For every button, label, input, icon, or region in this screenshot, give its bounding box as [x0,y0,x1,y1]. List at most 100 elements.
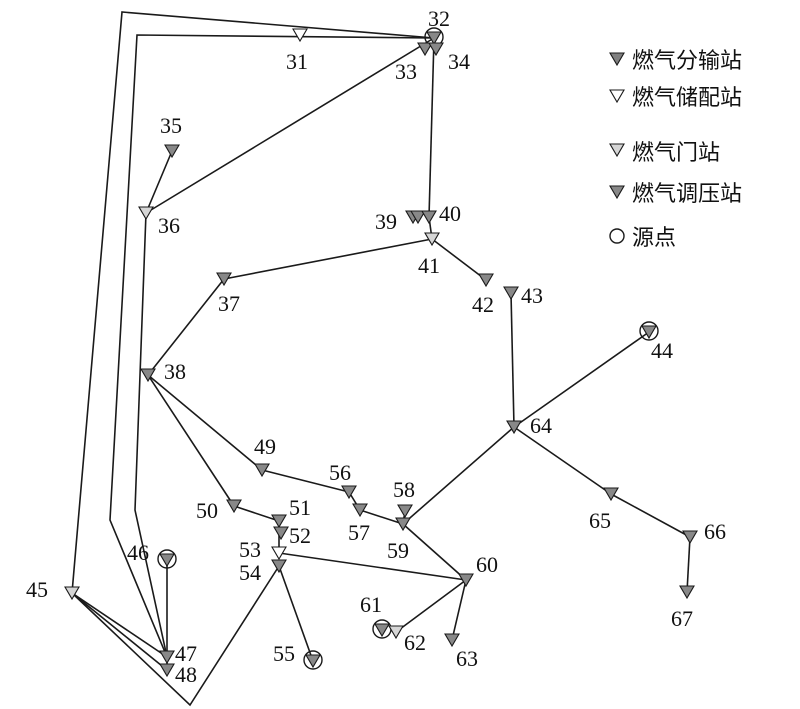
station-42-regulator-icon [478,273,494,288]
station-label-41: 41 [418,253,440,278]
legend-item-transfer: 燃气分输站 [609,49,742,74]
station-label-62: 62 [404,630,426,655]
station-nodes [64,27,698,678]
pipeline-edges [71,11,691,707]
station-44-regulator-icon [641,325,657,340]
pipeline-edge-31-32 [109,34,435,658]
station-label-40: 40 [439,201,461,226]
station-62-gate-icon [388,625,404,640]
station-label-32: 32 [428,6,450,31]
pipeline-edge-65-66 [610,493,691,538]
station-66-regulator-icon [682,530,698,545]
pipeline-edge-54-55 [278,565,314,662]
station-label-42: 42 [472,292,494,317]
pipeline-edge-38-50 [147,374,235,507]
source-point-55-icon [303,650,323,670]
legend-label-source: 源点 [632,226,676,251]
pipeline-edge-45-48 [71,592,168,671]
station-label-61: 61 [360,592,382,617]
station-47-regulator-icon [159,650,175,665]
pipeline-edge-49-56 [261,469,350,493]
station-43-regulator-icon [503,286,519,301]
station-54-regulator-icon [271,559,287,574]
pipeline-edge-53-60 [278,552,467,581]
station-45-gate-icon [64,586,80,601]
pipeline-edge-64-65 [513,426,612,495]
station-label-33: 33 [395,59,417,84]
station-label-36: 36 [158,213,180,238]
station-label-34: 34 [448,49,470,74]
legend-label-transfer: 燃气分输站 [632,49,742,74]
station-label-47: 47 [175,641,197,666]
station-label-50: 50 [196,498,218,523]
source-point-44-icon [639,321,659,341]
pipeline-edge-41-37 [223,238,433,280]
legend: 燃气分输站 燃气储配站 燃气门站 燃气调压站 源点 [609,49,742,251]
legend-item-regulator: 燃气调压站 [609,182,742,207]
station-label-57: 57 [348,520,370,545]
pipeline-edge-50-51 [233,505,280,522]
legend-label-gate: 燃气门站 [632,141,720,166]
pipeline-edge-48-54 [71,565,280,707]
station-label-46: 46 [127,540,149,565]
station-52-regulator-icon [273,526,289,541]
station-label-52: 52 [289,523,311,548]
source-point-icon [609,228,625,244]
station-label-60: 60 [476,552,498,577]
station-40-regulator-icon [421,210,437,225]
pipeline-edge-59-60 [402,523,467,581]
station-64-regulator-icon [506,420,522,435]
station-label-65: 65 [589,508,611,533]
station-32-regulator-icon [426,31,442,46]
pipeline-edge-41-42 [431,238,487,281]
station-36-gate-icon [138,206,154,221]
station-label-66: 66 [704,519,726,544]
station-label-38: 38 [164,359,186,384]
station-46-regulator-icon [159,553,175,568]
pipeline-edge-59-64 [402,426,515,525]
station-38-regulator-icon [140,368,156,383]
station-55-regulator-icon [305,654,321,669]
station-37-regulator-icon [216,272,232,287]
station-50-regulator-icon [226,499,242,514]
station-60-regulator-icon [458,573,474,588]
station-33-regulator-icon [417,42,433,57]
pipeline-edge-36-47 [134,212,168,658]
gate-station-icon [609,143,625,158]
station-label-63: 63 [456,646,478,671]
pipeline-edge-45-47 [71,592,168,658]
station-35-regulator-icon [164,144,180,159]
station-label-51: 51 [289,495,311,520]
station-label-58: 58 [393,477,415,502]
pipeline-edge-44-64 [513,331,650,428]
station-label-44: 44 [651,338,673,363]
station-label-49: 49 [254,434,276,459]
station-41-gate-icon [424,232,440,247]
pipeline-edge-57-59 [359,509,404,525]
station-label-48: 48 [175,662,197,687]
station-48-regulator-icon [159,663,175,678]
pipeline-edge-37-38 [147,278,225,376]
pipeline-edge-43-64 [510,292,515,428]
station-label-35: 35 [160,113,182,138]
station-label-39: 39 [375,209,397,234]
station-label-59: 59 [387,538,409,563]
station-63-regulator-icon [444,633,460,648]
station-31-storage-icon [292,28,308,43]
legend-item-source: 源点 [609,226,676,251]
storage-station-icon [609,89,625,104]
pipeline-edge-60-63 [451,579,467,641]
source-point-46-icon [157,549,177,569]
station-34-regulator-icon [428,42,444,57]
station-label-45: 45 [26,577,48,602]
station-59-regulator-icon [395,517,411,532]
legend-label-storage: 燃气储配站 [632,86,742,111]
station-49-regulator-icon [254,463,270,478]
station-57-regulator-icon [352,503,368,518]
regulator-station-icon [609,185,625,200]
station-label-31: 31 [286,49,308,74]
pipeline-edge-32-45 [71,11,435,594]
pipeline-edge-38-49 [147,374,263,471]
